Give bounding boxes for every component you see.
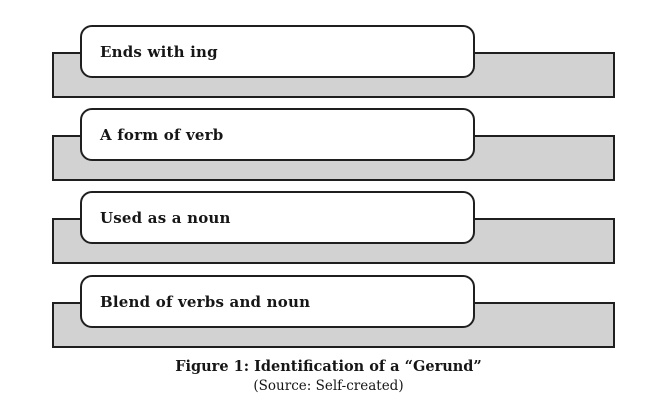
gerund-row: Blend of verbs and noun xyxy=(0,275,657,348)
figure-caption-source: (Source: Self-created) xyxy=(253,378,404,394)
gerund-feature-label: Used as a noun xyxy=(100,208,231,227)
figure-caption: Figure 1: Identification of a “Gerund” (… xyxy=(0,357,657,395)
gerund-feature-box: Blend of verbs and noun xyxy=(80,275,475,328)
gerund-row: A form of verb xyxy=(0,108,657,181)
gerund-feature-label: Blend of verbs and noun xyxy=(100,292,311,311)
gerund-feature-box: Ends with ing xyxy=(80,25,475,78)
gerund-feature-box: A form of verb xyxy=(80,108,475,161)
gerund-feature-box: Used as a noun xyxy=(80,191,475,244)
gerund-feature-label: Ends with ing xyxy=(100,42,218,61)
gerund-row: Ends with ing xyxy=(0,25,657,98)
gerund-feature-label: A form of verb xyxy=(100,125,224,144)
figure-caption-title: Figure 1: Identification of a “Gerund” xyxy=(175,358,482,375)
gerund-row: Used as a noun xyxy=(0,191,657,264)
